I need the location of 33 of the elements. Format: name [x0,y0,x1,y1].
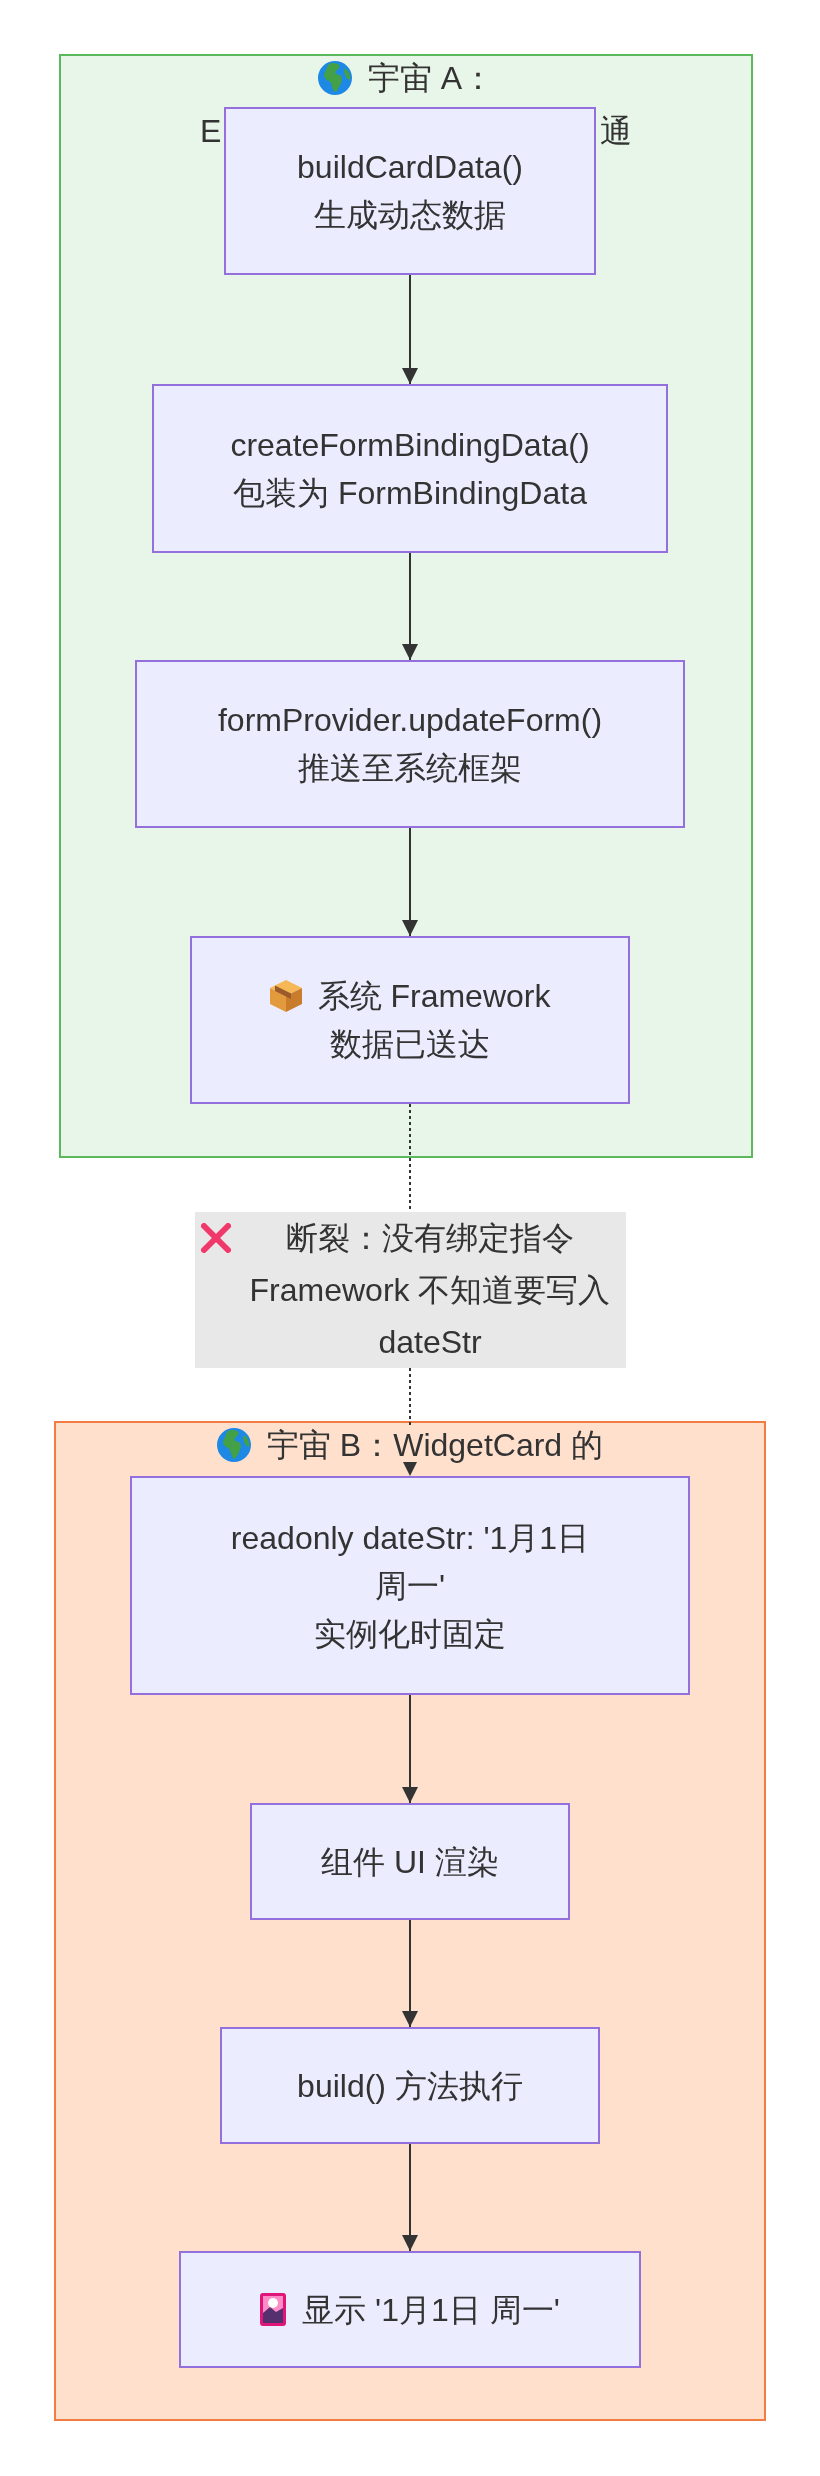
node-label: 数据已送达 [330,1025,490,1064]
cluster-box [59,54,753,1158]
process-box [190,936,630,1104]
node-label: 推送至系统框架 [298,749,522,788]
node-label: readonly dateStr: '1月1日周一' [229,1518,591,1606]
arrow [402,1694,418,1804]
node-label: 系统 Framework [317,977,551,1016]
title-fragment: E [200,114,222,148]
process-box [179,2251,641,2368]
arrow [402,274,418,385]
edge-label: 断裂：没有绑定指令 Framework 不知道要写入 dateStr [248,1219,612,1362]
node-label: build() 方法执行 [297,2066,523,2106]
arrow [402,2143,418,2252]
process-box [224,107,596,275]
node-label: 组件 UI 渲染 [321,1842,499,1882]
title-fragment: 通 [600,114,632,148]
arrow [402,552,418,661]
node-label: 生成动态数据 [314,196,506,235]
process-box [250,1803,570,1920]
node-label: 实例化时固定 [314,1614,506,1654]
process-box [220,2027,600,2144]
process-box [152,384,668,553]
node-label: 包装为 FormBindingData [233,473,587,513]
node-label: createFormBindingData() [230,425,590,465]
process-box [135,660,685,828]
arrow [402,1919,418,2028]
node-label: buildCardData() [297,148,523,187]
cluster-title: 宇宙 B：WidgetCard 的 [266,1428,604,1462]
process-box [130,1476,690,1695]
arrow [402,827,418,937]
node-label: 显示 '1月1日 周一' [302,2290,560,2330]
cluster-box [54,1421,766,2421]
node-label: formProvider.updateForm() [217,701,603,740]
